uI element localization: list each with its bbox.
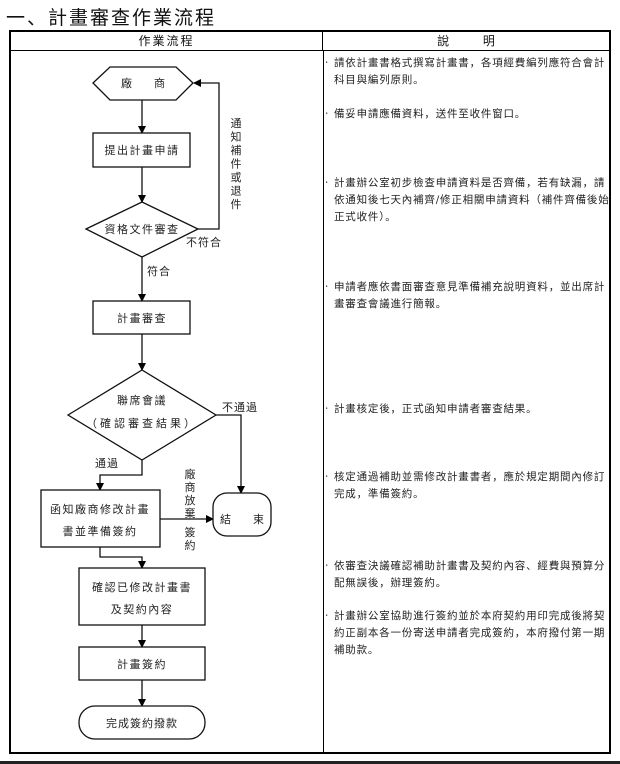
note-text: 計畫核定後，正式函知申請者審查結果。	[334, 403, 538, 415]
note-text: 申請者應依書面審查意見準備補充說明資料，並出席計畫審查會議進行簡報。	[334, 281, 606, 310]
vertical-label-char: 件	[231, 158, 242, 171]
vertical-label-char: 退	[231, 185, 242, 198]
finish-node-shape	[78, 705, 206, 740]
note-item: ‧計畫核定後，正式函知申請者審查結果。	[325, 403, 538, 415]
note-item: ‧核定通過補助並需修改計畫書者，應於規定期間內修訂完成，準備簽約。	[325, 471, 606, 500]
check-docs-pass-label: 符合	[147, 264, 171, 278]
note-text: 核定通過補助並需修改計畫書者，應於規定期間內修訂完成，準備簽約。	[334, 471, 606, 500]
start-node-label: 廠 商	[121, 76, 165, 90]
notify-node-shape	[40, 489, 161, 548]
sign-node-label: 計畫簽約	[117, 657, 167, 671]
section-title: 一、計畫審查作業流程	[6, 7, 217, 29]
vertical-label-char: 放	[185, 493, 196, 507]
vertical-label-char: 補	[231, 144, 242, 157]
confirm-node-label-2: 及契約內容	[111, 602, 174, 616]
column-divider	[323, 51, 324, 752]
page-bottom-rule	[0, 761, 620, 764]
note-item: ‧申請者應依書面審查意見準備補充說明資料，並出席計畫審查會議進行簡報。	[325, 281, 606, 310]
vertical-label-char: 約	[185, 538, 196, 552]
end-node-label: 結 束	[220, 512, 264, 526]
note-text: 依審查決議確認補助計畫書及契約內容、經費與預算分配無誤後，辦理簽約。	[334, 560, 606, 589]
note-item: ‧備妥申請應備資料，送件至收件窗口。	[325, 108, 527, 120]
check-docs-fail-label: 不符合	[186, 235, 222, 249]
meeting-node-label-2: （確認審查結果）	[86, 416, 198, 430]
vertical-label-char: 通	[231, 117, 242, 130]
finish-node-label: 完成簽約撥款	[106, 716, 178, 730]
submit-node-shape	[92, 132, 191, 168]
submit-node-label: 提出計畫申請	[105, 143, 180, 157]
notify-node-label-2: 書並準備簽約	[63, 524, 138, 538]
note-item: ‧依審查決議確認補助計畫書及契約內容、經費與預算分配無誤後，辦理簽約。	[325, 560, 606, 589]
check-docs-node-label: 資格文件審查	[105, 222, 180, 236]
confirm-node-shape	[78, 567, 206, 626]
note-item: ‧計畫辦公室協助進行簽約並於本府契約用印完成後將契約正副本各一份寄送申請者完成簽…	[325, 610, 606, 656]
review-node-label: 計畫審查	[117, 311, 167, 325]
note-text: 計畫辦公室初步檢查申請資料是否齊備，若有缺漏，請依通知後七天內補齊/修正相關申請…	[334, 177, 610, 223]
note-item: ‧請依計畫書格式撰寫計畫書，各項經費編列應符合會計科目與編列原則。	[325, 57, 606, 86]
process-table: 作業流程 說 明	[9, 30, 611, 754]
sign-node-shape	[78, 646, 206, 681]
meeting-fail-label: 不通過	[222, 401, 258, 414]
meeting-node-label-1: 聯席會議	[117, 393, 167, 407]
meeting-node-shape	[66, 369, 218, 461]
end-node-shape	[212, 492, 272, 537]
arrow-feedback-loop	[193, 79, 220, 230]
vertical-label-char: 簽	[185, 525, 196, 539]
confirm-node-label-1: 確認已修改計畫書	[92, 580, 192, 594]
note-text: 計畫辦公室協助進行簽約並於本府契約用印完成後將契約正副本各一份寄送申請者完成簽約…	[334, 610, 606, 656]
note-text: 備妥申請應備資料，送件至收件窗口。	[334, 108, 527, 120]
header-description: 說 明	[323, 32, 609, 51]
note-item: ‧計畫辦公室初步檢查申請資料是否齊備，若有缺漏，請依通知後七天內補齊/修正相關申…	[325, 177, 610, 223]
arrow-notify-confirm	[99, 547, 146, 569]
meeting-pass-label: 通過	[95, 457, 119, 470]
header-workflow: 作業流程	[11, 32, 323, 51]
arrow-meeting-pass	[96, 460, 143, 491]
vertical-label-char: 廠	[185, 467, 196, 481]
vertical-label-char: 商	[185, 480, 196, 494]
note-text: 請依計畫書格式撰寫計畫書，各項經費編列應符合會計科目與編列原則。	[334, 57, 606, 86]
notify-node-label-1: 函知廠商修改計畫	[50, 502, 150, 516]
vertical-label-char: 或	[231, 171, 242, 184]
vertical-label-char: 棄	[185, 506, 196, 520]
vertical-label-char: 件	[231, 198, 242, 211]
vertical-label-char: 知	[231, 130, 242, 144]
arrow-meeting-fail	[216, 414, 245, 494]
